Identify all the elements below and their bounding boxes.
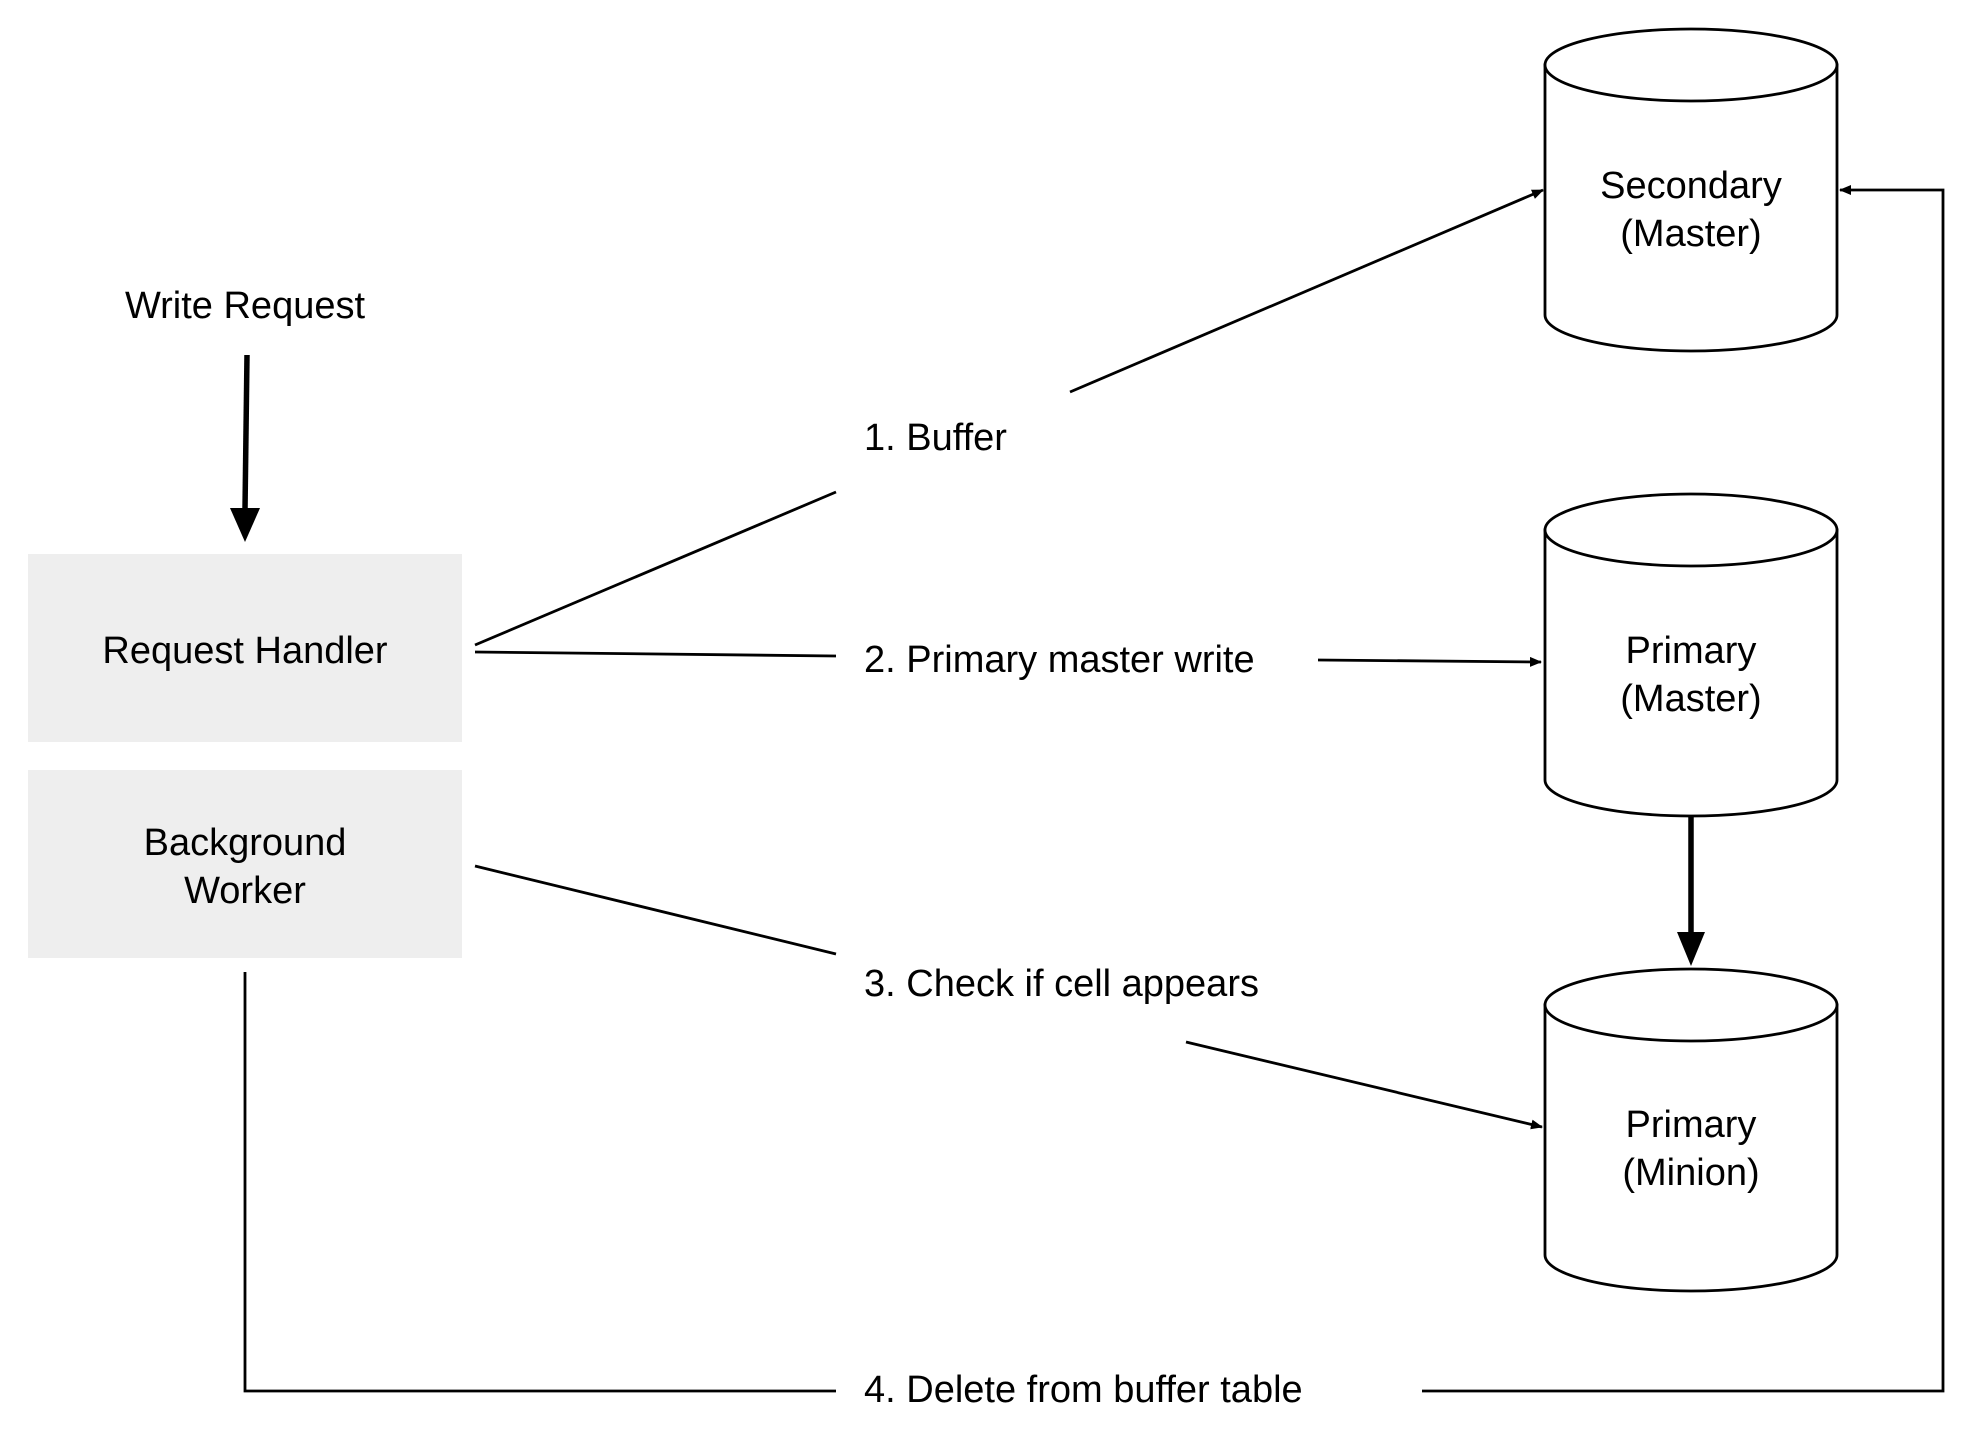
step1-arrow	[1069, 188, 1544, 394]
step2-arrow	[1317, 656, 1542, 667]
primary-minion-label-line1: Primary	[1626, 1104, 1757, 1146]
secondary-master-db: Secondary (Master)	[1543, 27, 1839, 353]
step4-connector-line	[243, 972, 836, 1393]
step1-label: 1. Buffer	[864, 417, 1007, 459]
step4-arrow	[1422, 185, 1945, 1393]
background-worker-label-line2: Worker	[184, 870, 306, 912]
background-worker-label-line1: Background	[144, 822, 347, 864]
request-handler-label: Request Handler	[102, 630, 388, 672]
step1-connector-line	[474, 490, 837, 647]
background-worker-box: Background Worker	[28, 770, 462, 958]
primary-minion-db: Primary (Minion)	[1543, 967, 1839, 1293]
secondary-master-label-line2: (Master)	[1620, 213, 1761, 255]
secondary-master-label-line1: Secondary	[1600, 165, 1782, 207]
step2-connector-line	[474, 650, 837, 658]
primary-master-db: Primary (Master)	[1543, 492, 1839, 818]
step3-label: 3. Check if cell appears	[864, 963, 1259, 1005]
write-request-label: Write Request	[125, 285, 366, 327]
primary-master-label-line2: (Master)	[1620, 678, 1761, 720]
primary-master-label-line1: Primary	[1626, 630, 1757, 672]
step3-arrow	[1185, 1040, 1543, 1130]
write-request-arrowhead	[230, 508, 260, 542]
step2-label: 2. Primary master write	[864, 639, 1255, 681]
request-handler-box: Request Handler	[28, 554, 462, 742]
replication-arrowhead	[1677, 932, 1705, 966]
primary-minion-label-line2: (Minion)	[1622, 1152, 1759, 1194]
step3-connector-line	[474, 864, 837, 956]
write-request-arrow-line	[242, 354, 250, 511]
step4-label: 4. Delete from buffer table	[864, 1369, 1303, 1411]
